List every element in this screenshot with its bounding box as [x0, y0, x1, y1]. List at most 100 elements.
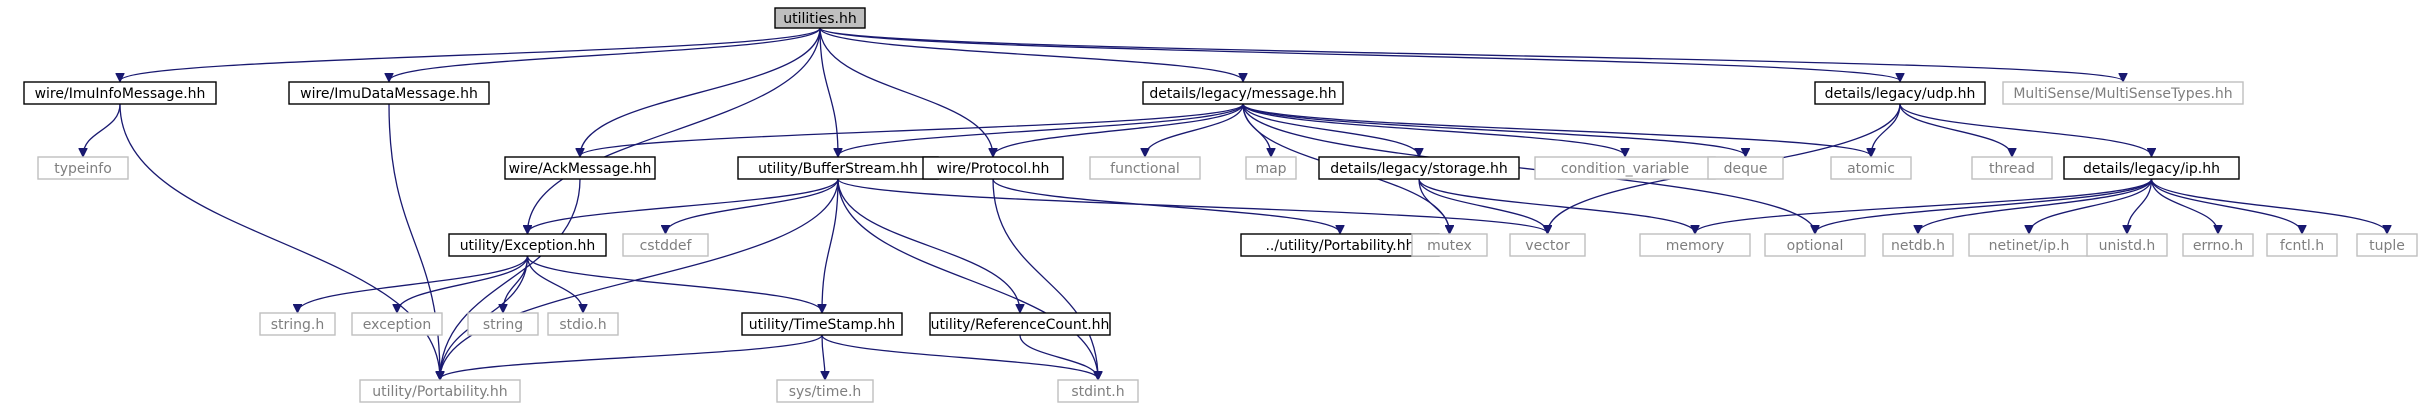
node-label-refcount: utility/ReferenceCount.hh [931, 317, 1110, 333]
node-label-mutex: mutex [1427, 238, 1472, 254]
node-box-mstypes [2002, 81, 2244, 105]
node-relportability[interactable]: ../utility/Portability.hh [1240, 233, 1440, 257]
node-label-errno: errno.h [2193, 238, 2243, 254]
node-box-ack [504, 156, 656, 180]
node-box-utilities [774, 7, 866, 29]
edge-bufstream-to-portability [440, 178, 839, 379]
node-label-protocol: wire/Protocol.hh [937, 161, 1050, 177]
node-label-functional: functional [1110, 161, 1180, 177]
edge-legacymsg-to-condvar [1242, 103, 1625, 156]
edge-exception-to-stdioh [526, 255, 584, 312]
node-label-bufstream: utility/BufferStream.hh [758, 161, 918, 177]
node-box-imuinfo [23, 81, 217, 105]
node-label-memory: memory [1666, 238, 1725, 254]
node-refcount[interactable]: utility/ReferenceCount.hh [929, 312, 1111, 336]
node-label-stdioh: stdio.h [559, 317, 606, 333]
node-label-unistd: unistd.h [2099, 238, 2156, 254]
node-box-portability [359, 379, 521, 403]
node-imuinfo[interactable]: wire/ImuInfoMessage.hh [23, 81, 217, 105]
edge-utilities-to-bufstream [819, 27, 838, 156]
node-memory: memory [1639, 233, 1751, 257]
edge-imudata-to-portability [388, 103, 440, 379]
edge-ip-to-netinetip [2029, 178, 2153, 233]
node-label-deque: deque [1724, 161, 1768, 177]
node-stringh: string.h [259, 312, 336, 336]
node-box-imudata [288, 81, 490, 105]
edge-storage-to-memory [1418, 178, 1695, 233]
node-label-condvar: condition_variable [1561, 161, 1689, 177]
edge-exception-to-exceptionstd [397, 255, 529, 312]
node-box-ip [2063, 156, 2240, 180]
edge-ip-to-optional [1815, 178, 2153, 233]
node-box-string [467, 312, 539, 336]
edge-protocol-to-relportability [992, 178, 1340, 233]
node-string: string [467, 312, 539, 336]
node-box-storage [1318, 156, 1520, 180]
edge-legacymsg-to-bufstream [838, 103, 1244, 156]
node-bufstream[interactable]: utility/BufferStream.hh [737, 156, 939, 180]
node-functional: functional [1089, 156, 1201, 180]
node-box-unistd [2086, 233, 2168, 257]
node-cstddef: cstddef [622, 233, 709, 257]
edge-exception-to-timestamp [526, 255, 823, 312]
node-stdint: stdint.h [1057, 379, 1139, 403]
edge-exception-to-stringh [298, 255, 529, 312]
node-mstypes: MultiSense/MultiSenseTypes.hh [2002, 81, 2244, 105]
node-label-tuple: tuple [2369, 238, 2405, 254]
edge-udp-to-thread [1899, 103, 2012, 156]
node-atomic: atomic [1830, 156, 1912, 180]
node-portability: utility/Portability.hh [359, 379, 521, 403]
node-netinetip: netinet/ip.h [1968, 233, 2090, 257]
node-optional: optional [1764, 233, 1866, 257]
node-box-exception [448, 233, 607, 257]
node-map: map [1245, 156, 1297, 180]
node-label-optional: optional [1787, 238, 1844, 254]
node-storage[interactable]: details/legacy/storage.hh [1318, 156, 1520, 180]
node-label-systime: sys/time.h [789, 384, 862, 400]
edge-timestamp-to-stdint [821, 334, 1098, 379]
node-label-cstddef: cstddef [640, 238, 693, 254]
node-label-timestamp: utility/TimeStamp.hh [749, 317, 895, 333]
node-box-fcntl [2266, 233, 2338, 257]
edge-legacymsg-to-functional [1145, 103, 1244, 156]
edge-utilities-to-imuinfo [120, 27, 821, 81]
node-box-stdint [1057, 379, 1139, 403]
node-systime: sys/time.h [776, 379, 874, 403]
edge-ip-to-memory [1695, 178, 2153, 233]
graph-nodes: utilities.hh wire/ImuInfoMessage.hh wire/I… [23, 7, 2418, 403]
edge-imuinfo-to-typeinfo [83, 103, 121, 156]
node-legacymsg[interactable]: details/legacy/message.hh [1142, 81, 1344, 105]
node-label-stringh: string.h [271, 317, 325, 333]
node-udp[interactable]: details/legacy/udp.hh [1814, 81, 1986, 105]
node-imudata[interactable]: wire/ImuDataMessage.hh [288, 81, 490, 105]
edge-legacymsg-to-ack [580, 103, 1244, 156]
node-utilities[interactable]: utilities.hh [774, 7, 866, 29]
edge-ip-to-fcntl [2150, 178, 2303, 233]
node-box-typeinfo [37, 156, 129, 180]
node-label-thread: thread [1989, 161, 2035, 177]
edge-legacymsg-to-optional [1242, 103, 1815, 233]
edge-imuinfo-to-portability [119, 103, 440, 379]
node-tuple: tuple [2356, 233, 2418, 257]
node-box-optional [1764, 233, 1866, 257]
node-exception[interactable]: utility/Exception.hh [448, 233, 607, 257]
node-box-tuple [2356, 233, 2418, 257]
node-label-ip: details/legacy/ip.hh [2083, 161, 2220, 177]
node-timestamp[interactable]: utility/TimeStamp.hh [741, 312, 903, 336]
node-box-netdb [1882, 233, 1954, 257]
node-box-protocol [922, 156, 1064, 180]
edge-storage-to-vector [1418, 178, 1548, 233]
edge-legacymsg-to-atomic [1242, 103, 1871, 156]
node-box-errno [2182, 233, 2254, 257]
node-ack[interactable]: wire/AckMessage.hh [504, 156, 656, 180]
edge-ip-to-netdb [1918, 178, 2153, 233]
node-label-stdint: stdint.h [1071, 384, 1124, 400]
edge-bufstream-to-timestamp [822, 178, 839, 312]
node-exceptionstd: exception [351, 312, 443, 336]
node-label-map: map [1255, 161, 1286, 177]
node-label-imudata: wire/ImuDataMessage.hh [300, 86, 478, 102]
node-protocol[interactable]: wire/Protocol.hh [922, 156, 1064, 180]
node-box-exceptionstd [351, 312, 443, 336]
node-vector: vector [1509, 233, 1586, 257]
node-ip[interactable]: details/legacy/ip.hh [2063, 156, 2240, 180]
